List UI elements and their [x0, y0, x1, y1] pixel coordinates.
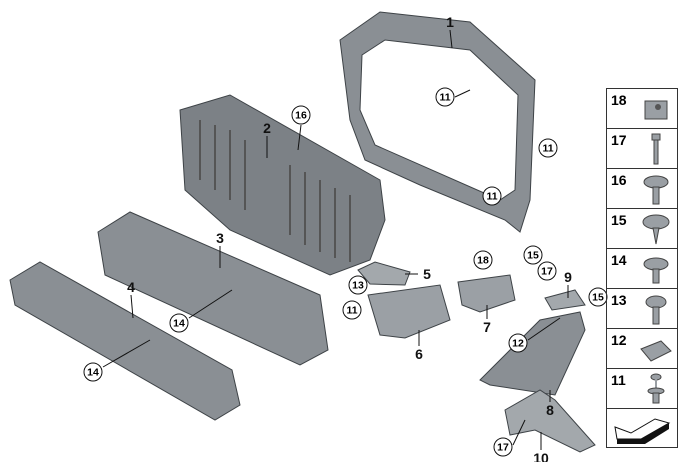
legend-item-12: 12 [606, 328, 678, 368]
legend-number: 11 [611, 372, 626, 388]
part-6-air-duct [367, 284, 451, 339]
bolt-icon [651, 133, 661, 165]
callout-17: 17 [537, 261, 557, 281]
callout-15: 15 [523, 245, 543, 265]
part-label-5: 5 [423, 266, 431, 282]
legend-item-17: 17 [606, 128, 678, 168]
part-label-4: 4 [127, 279, 135, 295]
legend-number: 14 [611, 252, 627, 268]
part-9-bracket [544, 289, 586, 311]
collar-screw-icon [643, 175, 669, 205]
legend-number: 12 [611, 332, 627, 348]
speed-nut-icon [640, 340, 672, 362]
clip-nut-icon [644, 100, 668, 120]
legend-item-13: 13 [606, 288, 678, 328]
callout-18: 18 [473, 250, 493, 270]
legend-item-18: 18 [606, 88, 678, 128]
callout-14: 14 [83, 362, 103, 382]
callout-17: 17 [493, 437, 513, 457]
legend-number: 18 [611, 92, 627, 108]
callout-16: 16 [291, 105, 311, 125]
part-7-air-duct [457, 274, 516, 313]
part-4-air-duct [9, 261, 241, 421]
callout-12: 12 [508, 333, 528, 353]
expanding-rivet-icon [647, 373, 665, 404]
collar-screw-icon [643, 257, 669, 284]
legend-direction-arrow [606, 408, 678, 448]
callout-11: 11 [538, 138, 558, 158]
legend-number: 17 [611, 132, 627, 148]
part-5-bracket [357, 261, 411, 286]
legend-item-11: 11 [606, 368, 678, 408]
part-label-1: 1 [446, 14, 454, 30]
hex-screw-icon [642, 214, 670, 245]
hex-bolt-icon [645, 295, 667, 325]
part-1-radiator-frame [339, 11, 536, 233]
part-2-active-grille [179, 94, 386, 276]
legend-item-15: 15 [606, 208, 678, 248]
callout-15: 15 [588, 287, 608, 307]
fastener-legend: 18 17 16 15 14 13 12 11 [606, 88, 678, 448]
callout-11: 11 [342, 300, 362, 320]
part-3-air-duct [97, 211, 329, 366]
part-label-6: 6 [415, 346, 423, 362]
direction-arrow-icon [614, 418, 671, 444]
part-label-7: 7 [483, 319, 491, 335]
part-10-bracket [504, 389, 596, 453]
part-label-8: 8 [546, 402, 554, 418]
callout-11: 11 [482, 186, 502, 206]
part-label-3: 3 [216, 230, 224, 246]
callout-11: 11 [435, 87, 455, 107]
callout-14: 14 [169, 313, 189, 333]
part-label-2: 2 [263, 120, 271, 136]
leader-lines [102, 29, 569, 450]
legend-item-14: 14 [606, 248, 678, 288]
part-8-air-guide [479, 311, 586, 396]
part-label-9: 9 [564, 269, 572, 285]
legend-item-16: 16 [606, 168, 678, 208]
legend-number: 16 [611, 172, 627, 188]
legend-number: 15 [611, 212, 627, 228]
callout-13: 13 [348, 275, 368, 295]
part-label-10: 10 [533, 450, 549, 462]
legend-number: 13 [611, 292, 627, 308]
